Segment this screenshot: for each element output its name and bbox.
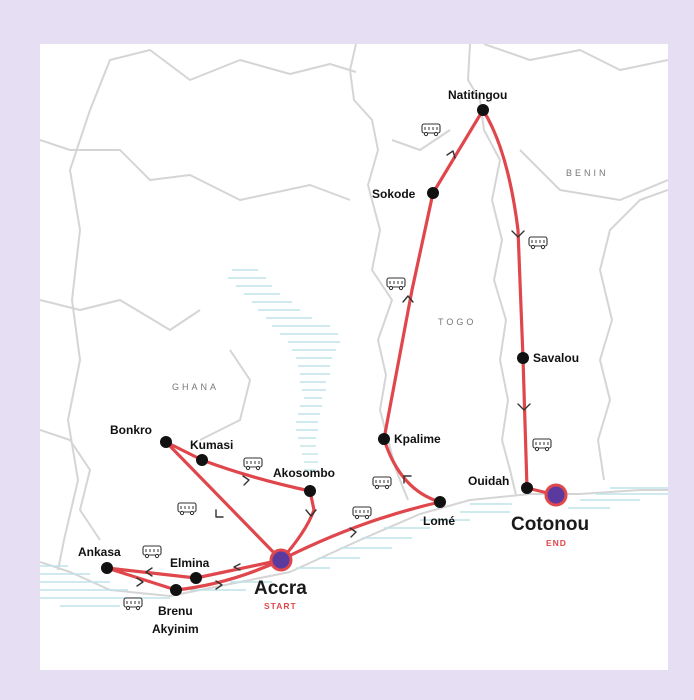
arrow-icon <box>517 403 531 411</box>
city-marker-brenu[interactable] <box>170 584 182 596</box>
benin-north-border <box>483 44 668 71</box>
gulf-of-guinea <box>40 487 668 607</box>
bus-icon <box>528 236 548 250</box>
city-marker-ankasa[interactable] <box>101 562 113 574</box>
bus-icon <box>386 277 406 291</box>
arrow-icon <box>402 295 414 303</box>
city-label-sokode: Sokode <box>372 187 416 201</box>
city-label-lome: Lomé <box>423 514 455 528</box>
country-label-benin: BENIN <box>566 168 609 178</box>
route-map: GHANA TOGO BENIN Natitingou Sokode Saval… <box>40 44 668 636</box>
arrow-icon <box>136 577 144 587</box>
ghana-region-3 <box>40 429 101 541</box>
route-elmina-ankasa <box>105 566 198 580</box>
togo-benin-border <box>467 44 517 496</box>
city-marker-elmina[interactable] <box>190 572 202 584</box>
arrow-icon <box>511 230 525 238</box>
city-label-kumasi: Kumasi <box>190 438 233 452</box>
arrow-icon <box>145 567 153 577</box>
lake-volta <box>228 269 340 471</box>
bus-icon <box>123 597 143 611</box>
city-marker-ouidah[interactable] <box>521 482 533 494</box>
city-marker-bonkro[interactable] <box>160 436 172 448</box>
end-tag: END <box>546 538 567 548</box>
city-marker-kpalime[interactable] <box>378 433 390 445</box>
city-label-natitingou: Natitingou <box>448 88 507 102</box>
start-tag: START <box>264 601 297 611</box>
endpoint-labels: Accra START Cotonou END <box>254 514 589 611</box>
bus-icon <box>532 438 552 452</box>
arrow-icon <box>215 580 223 590</box>
city-marker-sokode[interactable] <box>427 187 439 199</box>
start-marker[interactable] <box>269 548 293 572</box>
coastline <box>40 489 668 597</box>
route-accra-bonkro <box>164 440 283 562</box>
ghana-region-4 <box>199 349 251 441</box>
city-marker-kumasi[interactable] <box>196 454 208 466</box>
map-frame: GHANA TOGO BENIN Natitingou Sokode Saval… <box>40 44 668 670</box>
route-brenu-accra <box>174 558 283 592</box>
city-label-savalou: Savalou <box>533 351 579 365</box>
bus-icon <box>372 476 392 490</box>
arrow-icon <box>446 150 456 159</box>
city-marker-akosombo[interactable] <box>304 485 316 497</box>
bus-icon <box>243 457 263 471</box>
arrow-icon <box>242 475 250 486</box>
route-kpalime-sokode <box>382 191 435 441</box>
end-city-label: Cotonou <box>511 514 589 535</box>
city-label-akosombo: Akosombo <box>273 466 335 480</box>
transport-icons <box>123 123 552 611</box>
bus-icon <box>352 506 372 520</box>
arrow-icon <box>403 475 412 484</box>
arrow-icon <box>215 509 224 518</box>
city-marker-natitingou[interactable] <box>477 104 489 116</box>
city-labels: Natitingou Sokode Savalou Bonkro Kumasi … <box>78 88 579 636</box>
city-label-kpalime: Kpalime <box>394 432 441 446</box>
route-savalou-ouidah <box>521 356 529 490</box>
city-markers <box>101 104 568 596</box>
arrow-icon <box>305 509 317 517</box>
arrow-icon <box>349 527 357 538</box>
water-bodies <box>40 269 668 607</box>
route-ankasa-brenu <box>105 566 178 592</box>
ghana-region-1 <box>40 139 351 201</box>
benin-east-border <box>597 189 668 481</box>
city-marker-savalou[interactable] <box>517 352 529 364</box>
west-border <box>57 109 91 571</box>
city-label-brenu-line2: Akyinim <box>152 622 199 636</box>
city-label-brenu-line1: Brenu <box>158 604 193 618</box>
city-label-bonkro: Bonkro <box>110 423 152 437</box>
ghana-region-2 <box>40 299 201 331</box>
direction-arrows <box>136 150 531 590</box>
country-label-togo: TOGO <box>438 317 476 327</box>
country-label-ghana: GHANA <box>172 382 219 392</box>
arrow-icon <box>233 563 241 571</box>
route-natitingou-savalou <box>481 108 525 360</box>
country-labels: GHANA TOGO BENIN <box>172 168 609 392</box>
north-border <box>89 49 357 111</box>
route-accra-lome <box>279 500 442 562</box>
city-marker-lome[interactable] <box>434 496 446 508</box>
city-label-ouidah: Ouidah <box>468 474 509 488</box>
bus-icon <box>177 502 197 516</box>
route-lome-kpalime <box>382 437 442 504</box>
togo-region-1 <box>391 129 451 151</box>
benin-region-1 <box>519 149 668 201</box>
bus-icon <box>142 545 162 559</box>
city-label-elmina: Elmina <box>170 556 210 570</box>
bus-icon <box>421 123 441 137</box>
start-city-label: Accra <box>254 578 307 599</box>
end-marker[interactable] <box>544 483 568 507</box>
route-sokode-natitingou <box>431 108 485 195</box>
city-label-ankasa: Ankasa <box>78 545 121 559</box>
